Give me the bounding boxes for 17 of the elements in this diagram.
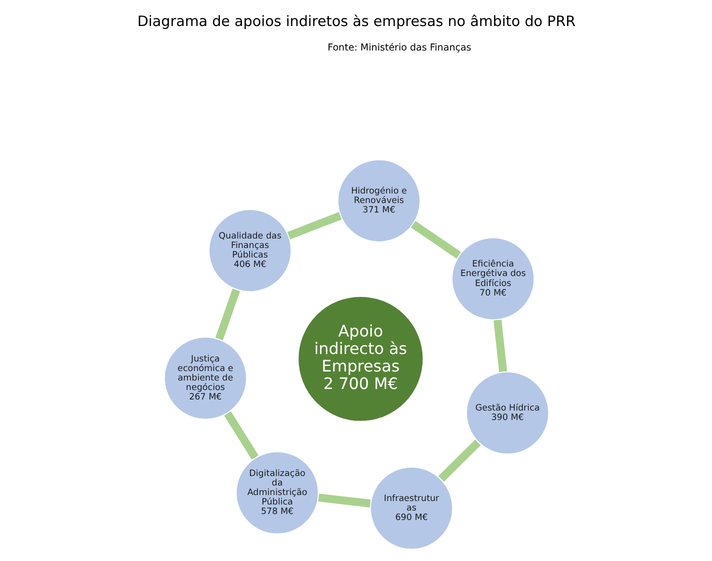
diagram-title: Diagrama de apoios indiretos às empresas no âmbito do PRR xyxy=(136,14,576,30)
node-circle: Infraestrutur as 690 M€ xyxy=(368,466,454,550)
connector xyxy=(318,494,370,508)
node-circle: Justiça económica e ambiente de negócios 267 M€ xyxy=(162,336,248,420)
node-circle: Digitalização da Administrição Pública 578 M€ xyxy=(234,450,319,535)
connector xyxy=(224,411,258,460)
node-circle: Hidrogénio e Renováveis 371 M€ xyxy=(336,158,421,243)
connector xyxy=(493,320,507,372)
connector xyxy=(214,288,240,340)
node-circle: Gestão Hídrica 390 M€ xyxy=(464,370,550,456)
node-circle: Eficiência Energétiva dos Edifícios 70 M€ xyxy=(450,236,535,321)
connector xyxy=(286,212,342,240)
connector xyxy=(438,440,480,482)
node-circle: Apoio indirecto às Empresas 2 700 M€ xyxy=(296,295,424,423)
node-circle: Qualidade das Finanças Públicas 406 M€ xyxy=(207,208,292,293)
label: Fonte: Ministério das Finanças xyxy=(327,42,471,54)
connector xyxy=(410,220,461,259)
